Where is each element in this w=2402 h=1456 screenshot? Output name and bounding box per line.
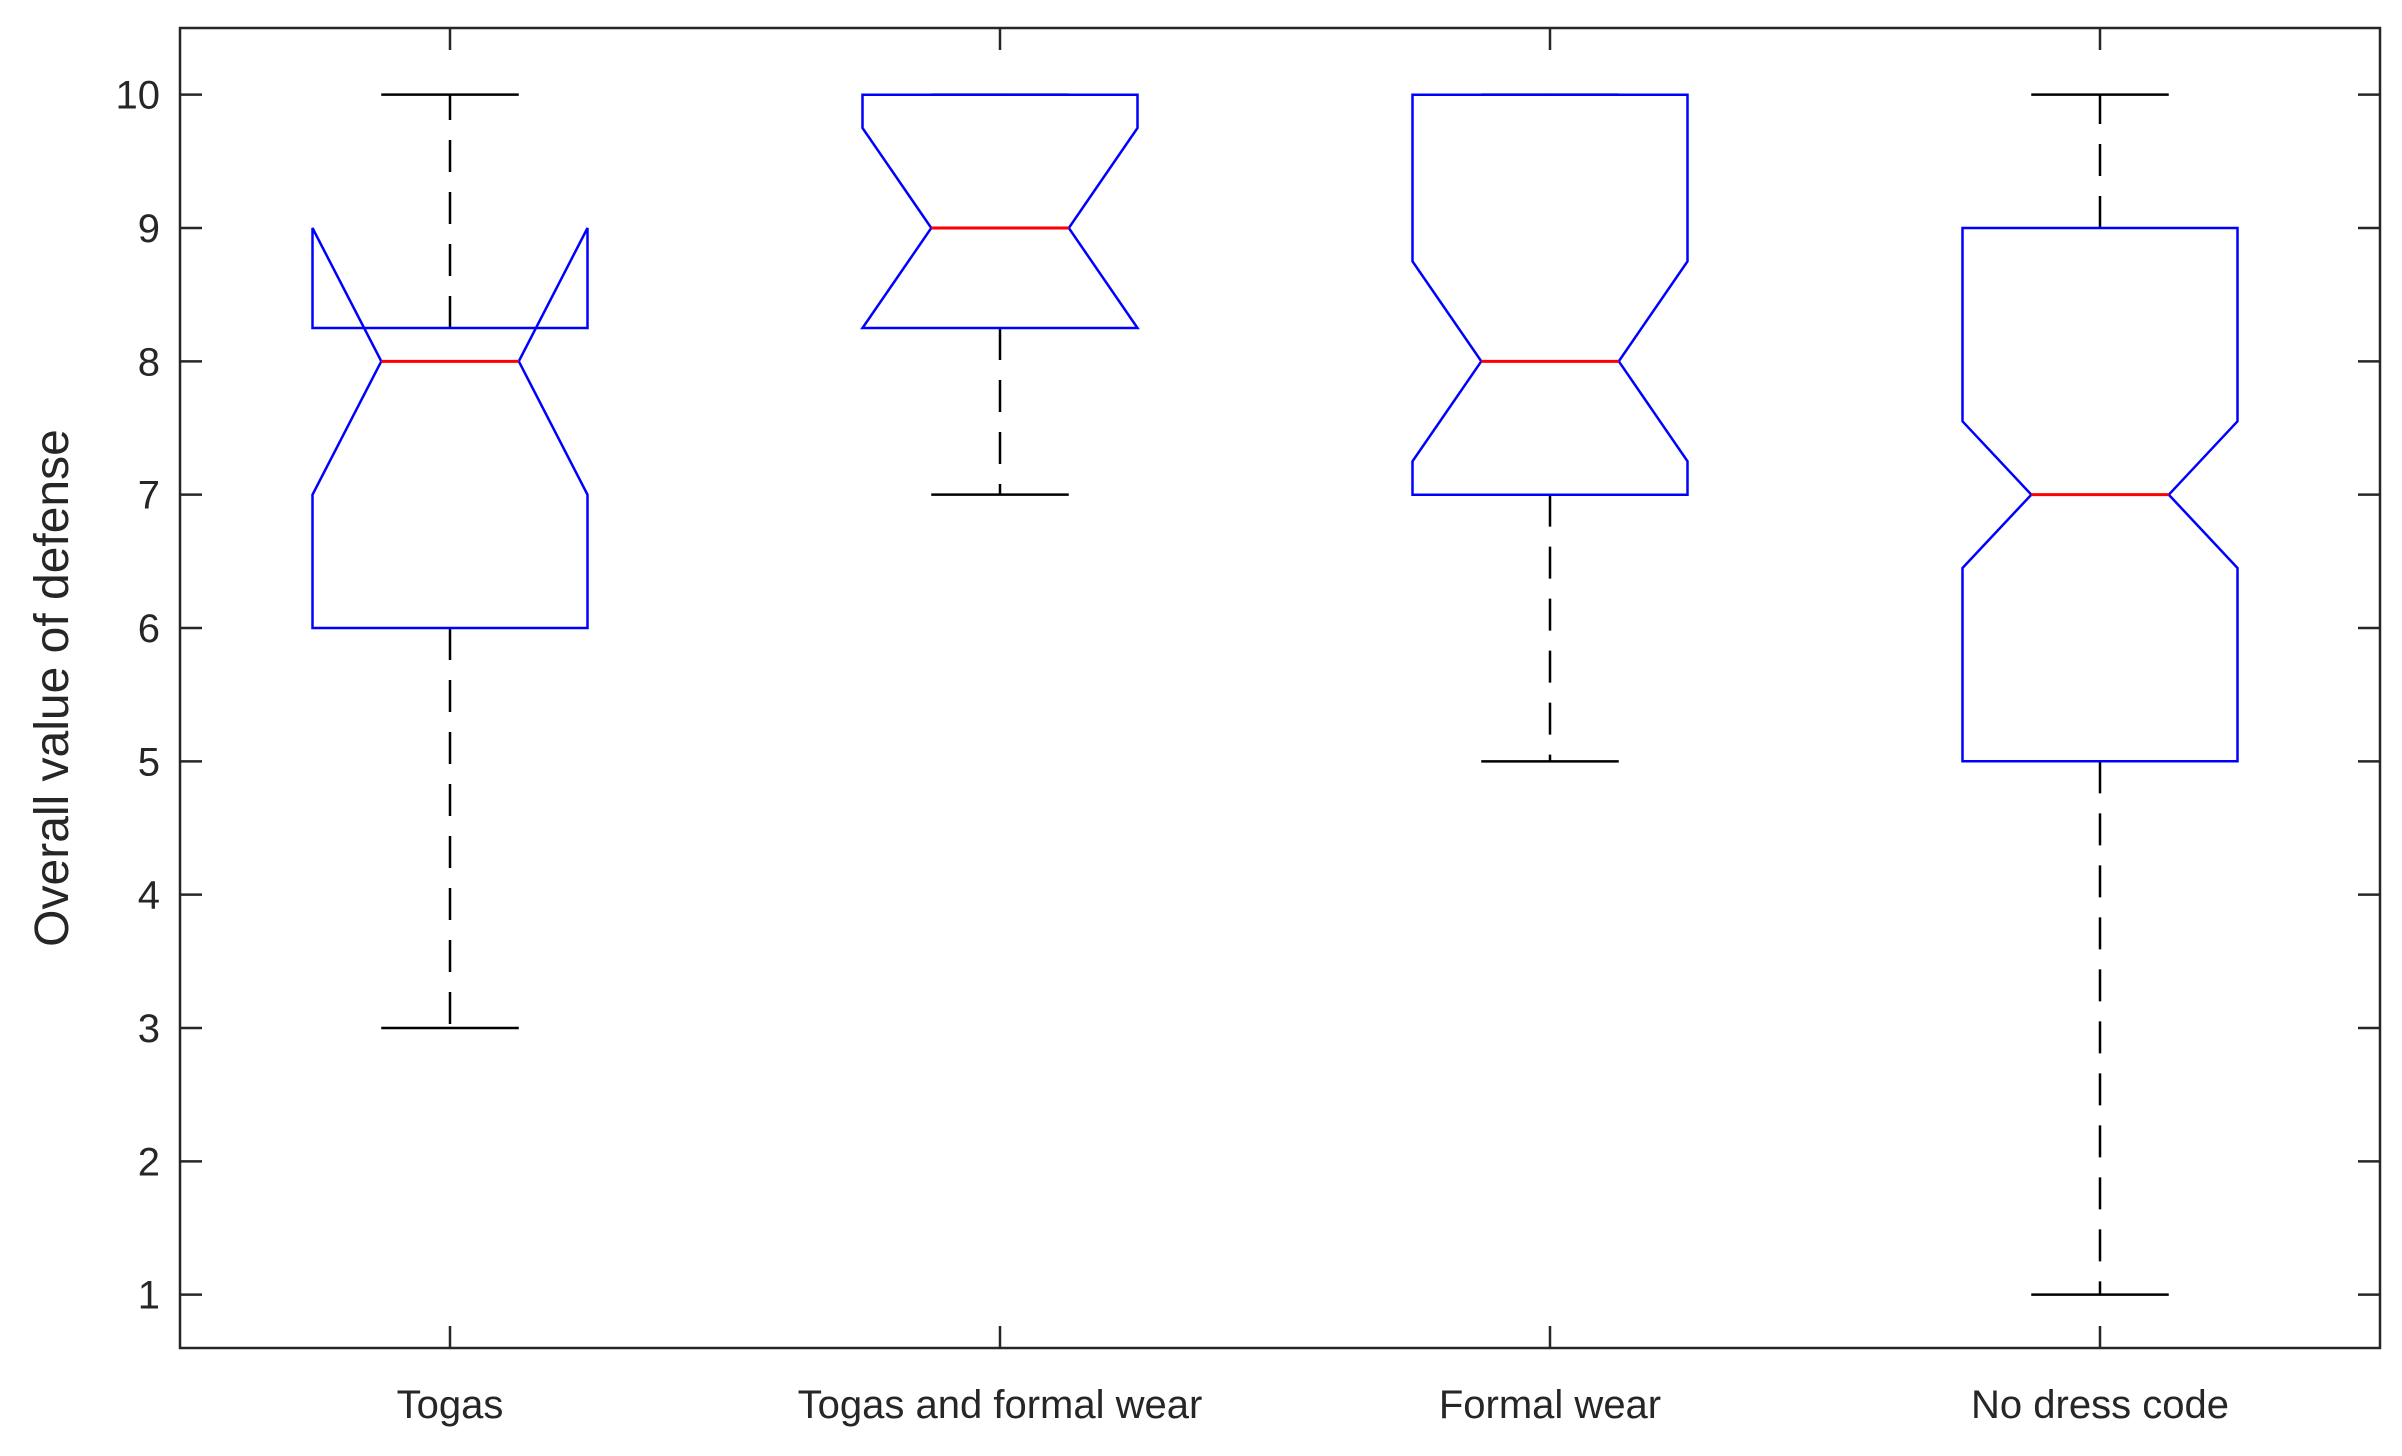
x-axis: Togas Togas and formal wear Formal wear No … (397, 28, 2229, 1427)
y-tick-label: 8 (138, 340, 160, 384)
y-tick-label: 4 (138, 874, 160, 918)
x-tick-label: Formal wear (1439, 1383, 1661, 1427)
y-axis: 1 2 3 4 5 6 7 8 9 10 (116, 74, 2380, 1318)
x-tick-label: Togas (397, 1383, 504, 1427)
y-tick-label: 2 (138, 1140, 160, 1184)
y-tick-label: 7 (138, 474, 160, 518)
x-tick-label: No dress code (1971, 1383, 2229, 1427)
y-tick-label: 1 (138, 1274, 160, 1318)
notched-box (860, 93, 1140, 330)
notched-box (311, 227, 589, 630)
box-group-1 (311, 93, 589, 1030)
y-tick-label: 5 (138, 740, 160, 784)
y-tick-label: 6 (138, 607, 160, 651)
y-tick-label: 10 (116, 74, 161, 118)
box-group-3 (1411, 93, 1689, 763)
plot-area (311, 93, 2239, 1296)
y-tick-label: 3 (138, 1007, 160, 1051)
box-group-2 (860, 93, 1140, 496)
notched-box (1961, 226, 2239, 763)
y-axis-label: Overall value of defense (26, 429, 79, 947)
axes-frame (178, 26, 2382, 1350)
box-group-4 (1961, 93, 2239, 1296)
notched-box (1411, 93, 1689, 496)
y-tick-label: 9 (138, 207, 160, 251)
x-tick-label: Togas and formal wear (798, 1383, 1203, 1427)
